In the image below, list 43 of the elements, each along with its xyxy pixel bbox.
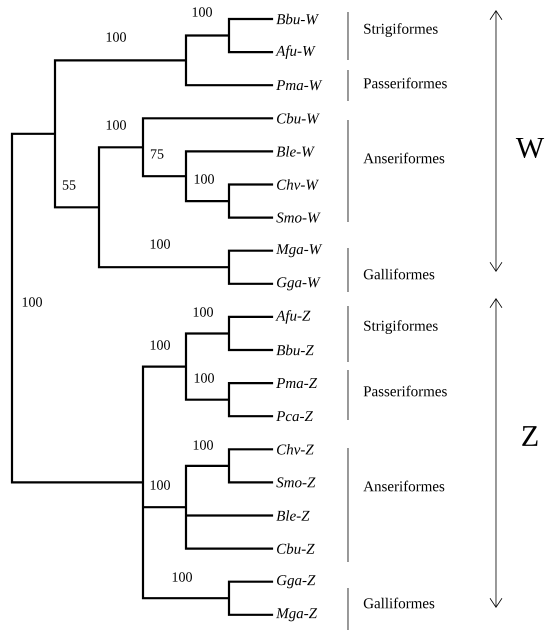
taxon-label: Pca-Z <box>276 411 313 422</box>
taxon-label: Pma-Z <box>276 378 318 388</box>
taxon-label: Mga-Z <box>276 608 318 622</box>
taxon-label: Ble-W <box>276 146 315 157</box>
bootstrap-value: 55 <box>62 180 76 190</box>
taxon-label: Afu-Z <box>275 310 310 324</box>
bootstrap-value: 100 <box>192 7 212 17</box>
taxon-label: Smo-W <box>276 212 321 223</box>
bootstrap-value: 100 <box>194 373 214 383</box>
clade-name: Passeriformes <box>364 386 447 396</box>
taxon-label: Bbu-W <box>276 14 319 24</box>
bootstrap-value: 100 <box>150 480 170 490</box>
bootstrap-value: 100 <box>106 120 126 130</box>
clade-name: Galliformes <box>364 598 434 608</box>
taxon-label: Ble-Z <box>276 510 310 521</box>
clade-name: Galliformes <box>364 268 434 280</box>
taxon-label: Afu-W <box>275 45 316 59</box>
bootstrap-value: 100 <box>22 297 42 307</box>
taxon-label: Gga-W <box>277 277 321 290</box>
clade-name: Passeriformes <box>364 78 447 88</box>
bootstrap-value: 100 <box>150 340 170 350</box>
clade-name: Strigiformes <box>364 320 438 334</box>
chromosome-label: W <box>516 138 544 158</box>
taxon-label: Smo-Z <box>276 477 316 488</box>
taxon-label: Chv-W <box>277 179 319 190</box>
bootstrap-value: 75 <box>150 149 164 159</box>
taxon-label: Mga-W <box>276 244 322 258</box>
taxon-label: Bbu-Z <box>276 344 314 356</box>
bootstrap-value: 100 <box>172 572 192 582</box>
clade-name: Anseriformes <box>363 152 444 164</box>
taxon-label: Cbu-Z <box>277 543 315 554</box>
bootstrap-value: 100 <box>106 32 126 42</box>
taxon-label: Cbu-W <box>277 113 320 124</box>
taxon-label: Gga-Z <box>277 575 316 588</box>
bootstrap-value: 100 <box>194 440 213 450</box>
clade-name: Strigiformes <box>364 23 438 37</box>
clade-name: Anseriformes <box>363 480 444 492</box>
bootstrap-value: 100 <box>194 174 214 184</box>
bootstrap-value: 100 <box>194 307 213 317</box>
taxon-label: Chv-Z <box>277 444 314 455</box>
chromosome-label: Z <box>522 426 538 446</box>
taxon-label: Pma-W <box>276 80 322 90</box>
bootstrap-value: 100 <box>150 239 170 249</box>
